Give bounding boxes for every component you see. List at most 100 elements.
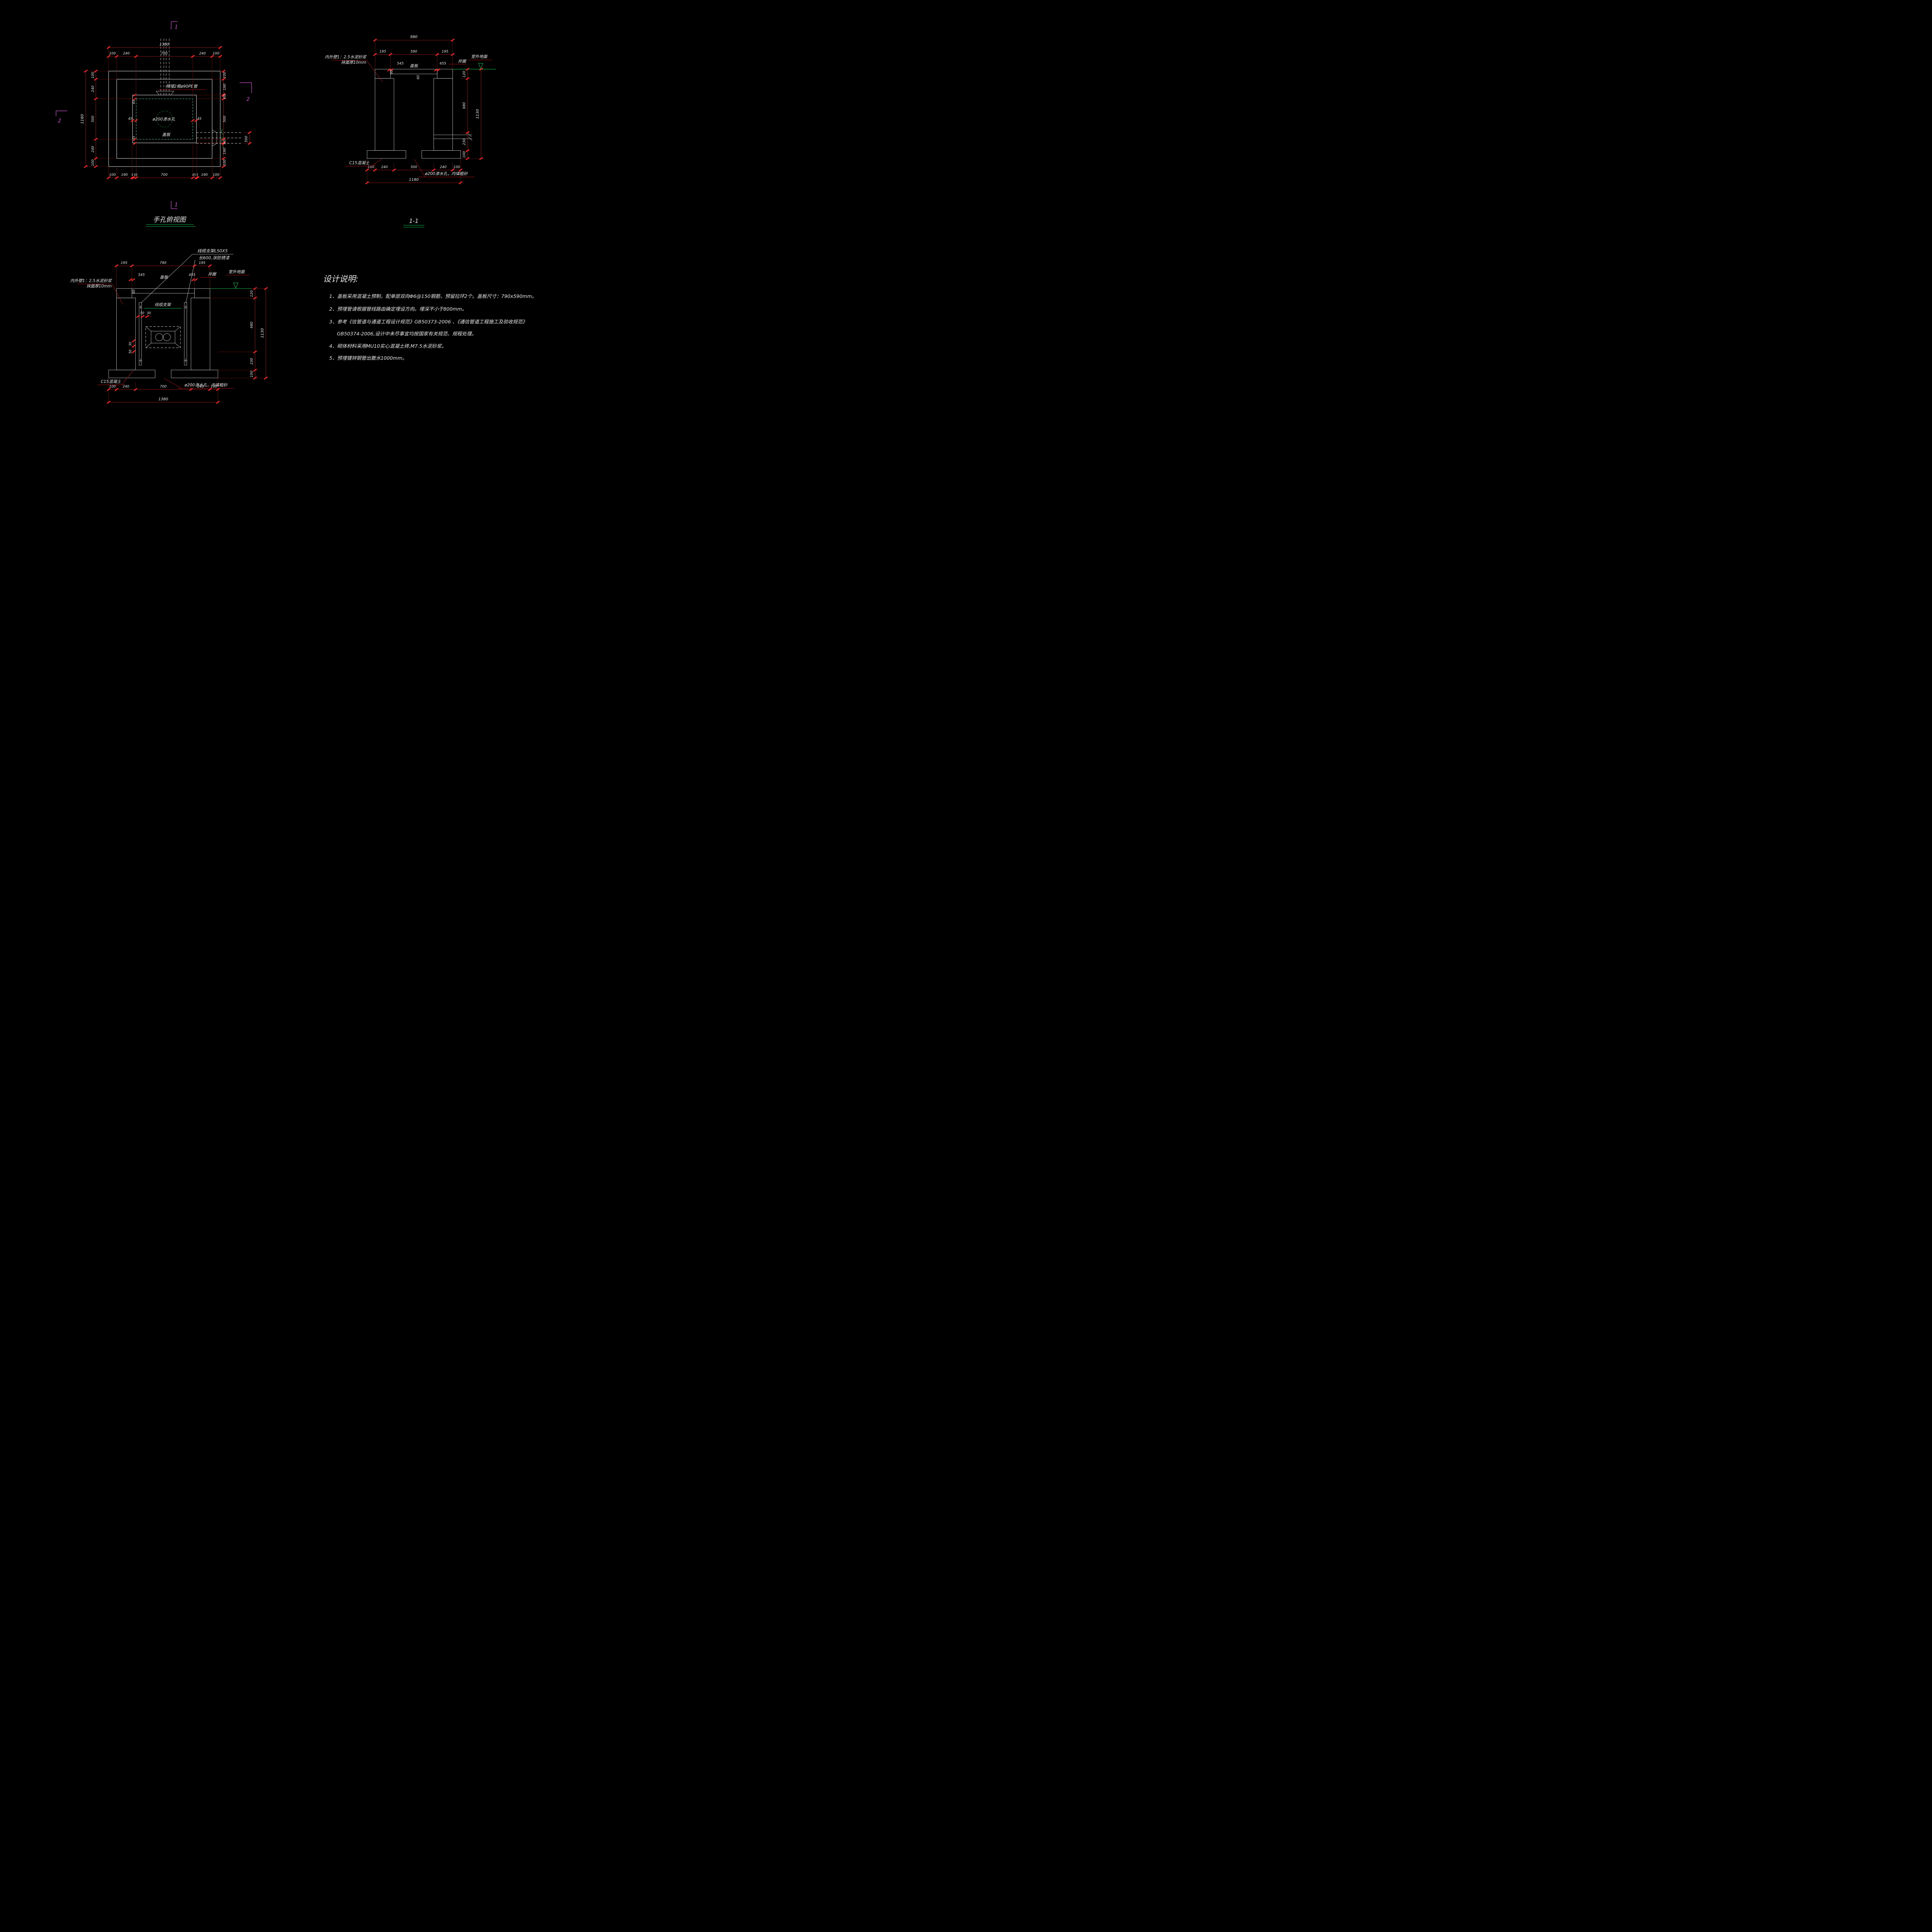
- note-item: 2、预埋管请根据管线路由确定埋设方向。埋深不小于800mm。: [329, 306, 467, 312]
- svg-text:1180: 1180: [80, 114, 85, 124]
- ground-label: 室外地面: [228, 270, 245, 274]
- plan-seep-hole-circle: [156, 111, 173, 128]
- svg-text:60: 60: [417, 75, 420, 80]
- svg-text:700: 700: [161, 52, 167, 56]
- c15-label: C15混凝土: [349, 161, 370, 165]
- svg-text:100: 100: [91, 159, 95, 166]
- svg-text:45: 45: [223, 95, 226, 99]
- svg-text:45: 45: [197, 117, 202, 121]
- seep-label: ø200渗水孔，内填粗砂: [184, 383, 228, 388]
- svg-text:1130: 1130: [476, 109, 480, 119]
- s22-right-dims: 120 680 230 100 1130: [210, 287, 268, 380]
- plan-footing-outline: [108, 71, 221, 167]
- svg-text:45: 45: [128, 117, 133, 121]
- svg-text:100: 100: [109, 385, 116, 389]
- svg-text:50: 50: [129, 350, 133, 354]
- svg-text:1: 1: [175, 24, 178, 30]
- svg-text:100: 100: [223, 72, 227, 78]
- svg-text:100: 100: [453, 165, 460, 169]
- plan-title: 手孔俯视图: [153, 216, 187, 224]
- svg-text:120: 120: [463, 71, 466, 77]
- svg-text:545: 545: [138, 273, 145, 277]
- svg-text:455: 455: [189, 273, 195, 277]
- s22-top-dims: 195 790 195 545 455 盖板 井圈 60: [114, 261, 216, 294]
- svg-text:240: 240: [197, 385, 204, 389]
- svg-text:50: 50: [140, 311, 145, 315]
- cover-label: 盖板: [410, 64, 419, 68]
- svg-text:240: 240: [122, 385, 129, 389]
- plan-view: 预埋2根ø90PE管 500 ø200渗水孔 盖板 45 45 45 45: [56, 21, 252, 227]
- svg-text:790: 790: [160, 261, 166, 265]
- seep-label: ø200渗水孔，内填粗砂: [425, 172, 468, 176]
- svg-text:500: 500: [91, 116, 95, 122]
- svg-text:2: 2: [58, 118, 61, 124]
- ground-label: 室外地面: [471, 54, 488, 59]
- svg-text:240: 240: [440, 165, 446, 169]
- pipe-window: [145, 326, 181, 348]
- svg-text:455: 455: [439, 62, 446, 66]
- svg-text:230: 230: [463, 138, 466, 145]
- svg-text:240: 240: [199, 52, 206, 56]
- wall-plaster-label-1: 内外壁1：2.5水泥砂浆: [70, 279, 112, 283]
- plan-wall-outline: [116, 79, 213, 159]
- svg-text:60: 60: [132, 290, 136, 294]
- plan-pipes-label: 预埋2根ø90PE管: [166, 84, 198, 89]
- svg-text:240: 240: [91, 85, 95, 92]
- plan-hole-label: ø200渗水孔: [152, 117, 175, 122]
- plan-dim-500: 500: [245, 136, 248, 142]
- cover-label: 盖板: [160, 275, 168, 280]
- section11-title: 1-1: [409, 218, 419, 224]
- ground-symbol: [233, 282, 238, 289]
- s22-bottom-dims: 100 240 700 240 100 1380: [106, 378, 220, 404]
- bracket-callout-2: 长600,涂防锈漆: [199, 255, 230, 260]
- wall-left: [375, 78, 395, 151]
- ring-left: [375, 69, 391, 79]
- svg-text:980: 980: [410, 35, 417, 39]
- ring-left: [116, 288, 132, 298]
- section-1-1: 室外地面 980 195 590 195 545 455: [325, 35, 496, 228]
- ring-right: [194, 288, 210, 298]
- svg-text:45: 45: [132, 136, 136, 140]
- c15-label: C15混凝土: [101, 379, 121, 384]
- section-marker-2-right: 2: [240, 82, 252, 102]
- s11-bottom-dims: 100 240 500 240 100 1180: [365, 158, 463, 185]
- section-2-2: 室外地面 线缆支架 线缆支架L50X5 长600,涂防锈漆 50 30 30 5…: [70, 248, 268, 404]
- svg-text:1380: 1380: [159, 43, 169, 47]
- svg-text:190: 190: [223, 148, 227, 154]
- svg-text:45: 45: [192, 173, 196, 177]
- svg-text:45: 45: [223, 139, 226, 143]
- svg-text:680: 680: [250, 321, 254, 328]
- wall-right: [433, 78, 453, 151]
- svg-text:100: 100: [211, 385, 217, 389]
- wall-plaster-label-2: 抹面厚10mm: [341, 60, 366, 65]
- svg-text:100: 100: [463, 151, 466, 158]
- s11-top-dims: 980 195 590 195 545 455 盖板 井圈 60 60: [373, 35, 467, 80]
- svg-text:195: 195: [379, 50, 386, 54]
- footing-left: [108, 370, 155, 378]
- svg-text:45: 45: [134, 173, 138, 177]
- svg-text:100: 100: [109, 173, 116, 177]
- cable-brackets: [139, 302, 187, 366]
- plan-45-dims: 45 45 45 45: [128, 93, 202, 145]
- svg-text:195: 195: [121, 261, 127, 265]
- note-item: 4、砌体材料采用MU10实心混凝土砖,M7.5水泥砂浆。: [329, 343, 446, 349]
- plan-cover-label: 盖板: [162, 133, 171, 137]
- footing-left: [367, 150, 406, 159]
- wall-right: [190, 298, 210, 370]
- plan-pe-pipes: [156, 39, 174, 95]
- ground-symbol: [478, 63, 483, 70]
- svg-text:195: 195: [442, 50, 448, 54]
- svg-text:5: 5: [131, 173, 133, 177]
- design-notes: 设计说明: 1、盖板采用混凝土预制，配单层双向Φ6@150钢筋，预留拉环2个。盖…: [323, 274, 537, 361]
- notes-title: 设计说明:: [323, 274, 358, 284]
- note-item: 3、参考《信管道与通道工程设计规范》GB50373-2006 、《通信管道工程施…: [329, 319, 527, 325]
- plan-bottom-dims: 100 190 5 45 700 45 5 190 100: [106, 145, 223, 180]
- wall-left: [116, 298, 136, 370]
- svg-text:5: 5: [223, 143, 226, 145]
- svg-text:5: 5: [223, 94, 226, 96]
- svg-text:45: 45: [132, 100, 136, 104]
- svg-text:1: 1: [175, 202, 178, 208]
- svg-text:195: 195: [199, 261, 205, 265]
- svg-text:230: 230: [250, 358, 254, 364]
- svg-text:100: 100: [250, 371, 254, 377]
